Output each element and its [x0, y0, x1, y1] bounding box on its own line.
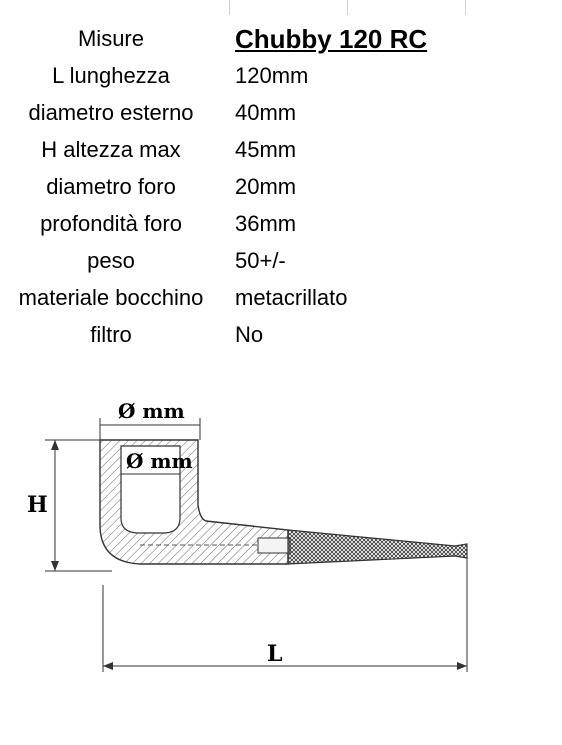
spec-label: diametro foro: [46, 174, 176, 199]
height-label: H: [27, 492, 48, 518]
product-name: Chubby 120 RC: [235, 24, 428, 54]
arrow-head: [103, 662, 113, 670]
length-label: L: [267, 641, 282, 667]
tenon: [257, 537, 291, 554]
spec-row: L lunghezza 120mm: [0, 59, 562, 96]
arrow-head: [457, 662, 467, 670]
spec-label: filtro: [90, 322, 132, 347]
spec-value: 36mm: [235, 211, 297, 236]
grid-line: [347, 0, 348, 15]
spec-row: peso 50+/-: [0, 244, 562, 281]
inner-diameter-label: Ø mm: [126, 449, 193, 473]
spec-value: 20mm: [235, 174, 297, 199]
spec-value: 50+/-: [235, 248, 286, 273]
spec-value: 120mm: [235, 63, 309, 88]
spec-row: diametro esterno 40mm: [0, 96, 562, 133]
spec-label: profondità foro: [40, 211, 182, 236]
spec-label: L lunghezza: [52, 63, 170, 88]
spec-row: H altezza max 45mm: [0, 133, 562, 170]
header-label: Misure: [77, 26, 144, 51]
spec-value: No: [235, 322, 264, 347]
spec-label: peso: [87, 248, 135, 273]
grid-line: [229, 0, 230, 15]
outer-diameter-label: Ø mm: [118, 399, 185, 423]
bowl-chamber: [120, 445, 181, 534]
spec-value: 40mm: [235, 100, 297, 125]
arrow-head: [51, 440, 59, 450]
spec-row: diametro foro 20mm: [0, 170, 562, 207]
spec-label: diametro esterno: [28, 100, 194, 125]
spec-label: materiale bocchino: [18, 285, 204, 310]
spec-label: H altezza max: [41, 137, 181, 162]
spec-header-row: Misure Chubby 120 RC: [0, 22, 562, 59]
spec-row: profondità foro 36mm: [0, 207, 562, 244]
spec-row: filtro No: [0, 318, 562, 355]
spec-table: Misure Chubby 120 RC L lunghezza 120mm d…: [0, 22, 562, 355]
pipe-technical-drawing: Ø mm Ø mm H L: [27, 399, 468, 672]
spec-value: metacrillato: [235, 285, 348, 310]
grid-line: [465, 0, 466, 15]
arrow-head: [51, 561, 59, 571]
mouthpiece: [287, 529, 468, 565]
spec-value: 45mm: [235, 137, 297, 162]
spec-row: materiale bocchino metacrillato: [0, 281, 562, 318]
